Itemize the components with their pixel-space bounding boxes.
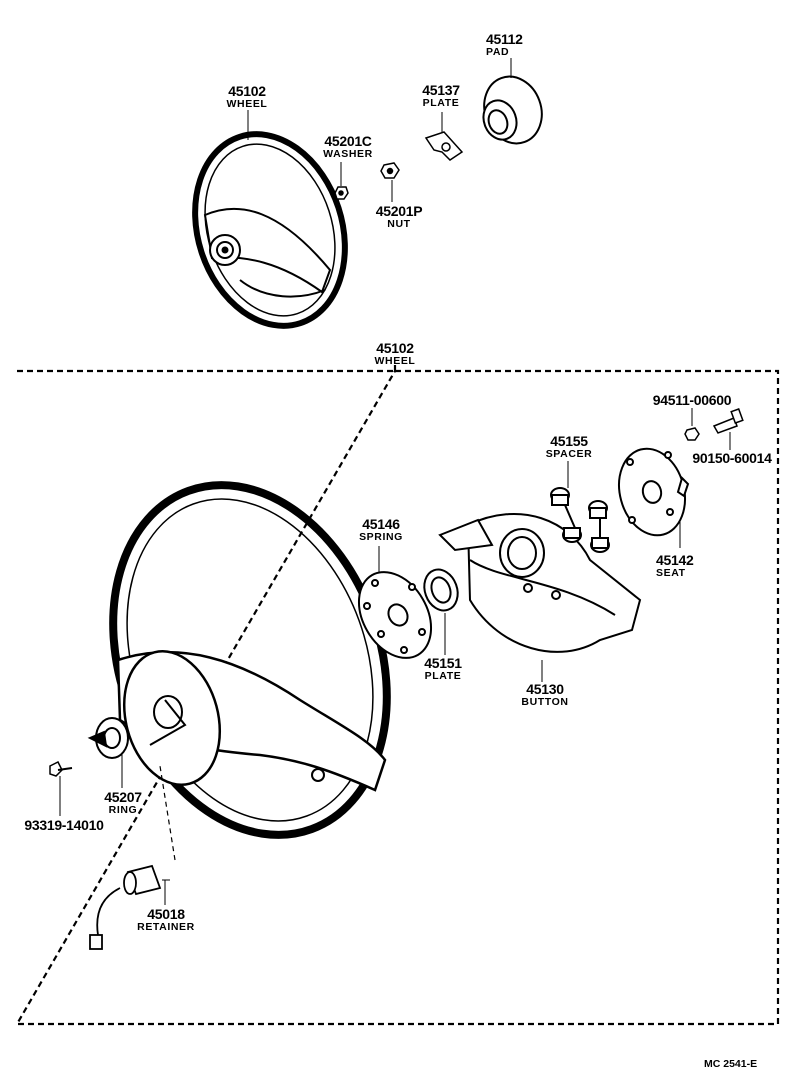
part-number: 45155 [550,433,588,449]
washer-drawing [334,186,349,200]
label-retainer: 45018 RETAINER [128,907,204,933]
part-number: 90150-60014 [692,450,772,466]
part-name: RETAINER [137,921,195,933]
part-name: WHEEL [374,355,416,367]
part-name: PAD [486,46,510,58]
label-button: 45130 BUTTON [512,682,578,708]
part-number: 45018 [147,906,185,922]
button-drawing [438,512,642,653]
label-wheel-main: 45102 WHEEL [362,341,428,367]
label-washer: 45201C WASHER [312,134,384,160]
part-name: PLATE [424,670,462,682]
part-number: 94511-00600 [652,392,732,408]
part-name: RING [108,804,138,816]
part-name: SPACER [545,448,593,460]
part-name: SPRING [359,531,403,543]
part-number: 45130 [526,681,564,697]
part-name: SEAT [656,567,686,579]
part-number: 93319-14010 [24,817,104,833]
assembly-boundary [15,362,780,1026]
screw-drawing [712,408,744,434]
spacer-drawing [550,487,610,553]
label-bolt: 93319-14010 [16,818,112,833]
label-plate-top: 45137 PLATE [408,83,474,109]
part-number: 45201C [324,133,372,149]
part-name: NUT [387,218,411,230]
label-spacer: 45155 SPACER [536,434,602,460]
part-number: 45102 [376,340,414,356]
part-number: 45151 [424,655,462,671]
seat-drawing [618,447,690,537]
ring-drawing [87,717,129,759]
part-number: 45207 [104,789,142,805]
bolt-drawing [49,760,73,777]
label-nut: 45201P NUT [364,204,434,230]
part-name: WASHER [323,148,373,160]
label-spring: 45146 SPRING [348,517,414,543]
part-number: 45146 [362,516,400,532]
label-ring: 45207 RING [90,790,156,816]
nut-drawing [380,162,400,179]
nut-small-drawing [684,427,700,441]
spring-drawing [357,571,433,659]
part-number: 45142 [656,552,694,568]
plate-mid-drawing [423,568,459,612]
label-seat: 45142 SEAT [648,553,722,579]
part-number: 45137 [422,82,460,98]
wheel-top-drawing [192,131,348,329]
plate-top-drawing [424,131,464,161]
label-plate-mid: 45151 PLATE [410,656,476,682]
part-name: PLATE [422,97,460,109]
diagram-code: MC 2541-E [704,1058,758,1070]
label-pad: 45112 PAD [478,32,552,58]
part-name: WHEEL [226,98,268,110]
label-wheel-top: 45102 WHEEL [214,84,280,110]
part-number: 45201P [375,203,423,219]
part-number: 45112 [486,31,523,47]
pad-drawing [482,75,543,145]
retainer-drawing [89,864,162,950]
part-number: 45102 [228,83,266,99]
label-nut-small: 94511-00600 [646,393,738,408]
part-name: BUTTON [521,696,569,708]
label-screw: 90150-60014 [686,451,778,466]
